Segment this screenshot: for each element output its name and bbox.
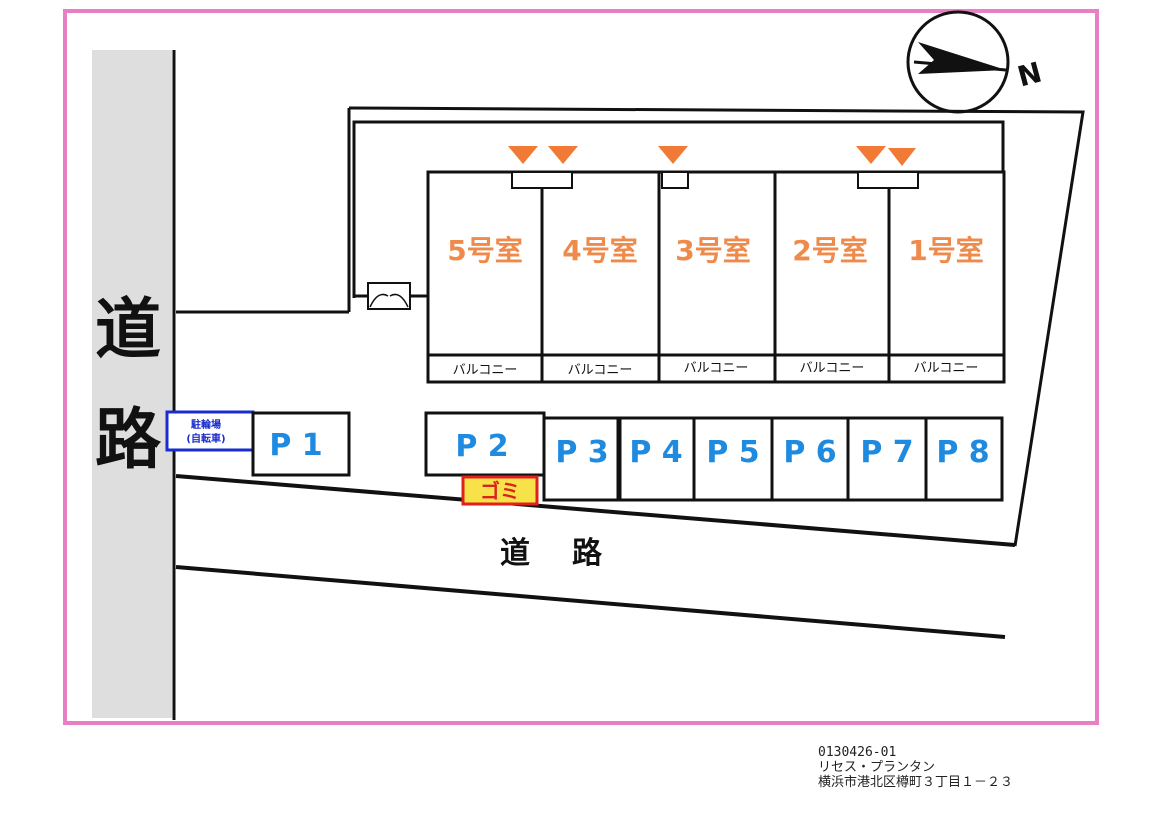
north-arrow-icon: N	[906, 10, 1045, 114]
property-code: 0130426-01	[818, 745, 897, 760]
map-border	[63, 9, 1099, 725]
parking-space	[251, 411, 351, 477]
front-road-label-2: 路	[572, 536, 603, 571]
gate-icon	[354, 282, 428, 310]
room-4-label: 4号室	[562, 234, 637, 267]
garbage-label: ゴミ	[480, 479, 520, 503]
left-road-label-1: 道	[95, 291, 161, 368]
parking-p7-label: P 7	[860, 435, 913, 470]
property-address: 横浜市港北区樽町３丁目１－２３	[818, 775, 1014, 790]
entrance-marker-icon	[856, 146, 886, 164]
front-road-edge-bottom	[175, 565, 1006, 639]
property-name: リセス・プランタン	[818, 760, 936, 775]
front-road-label-1: 道	[500, 536, 530, 571]
apartment-building	[426, 170, 1006, 384]
entrance-marker-icon	[548, 146, 578, 164]
entrance-marker-icon	[508, 146, 538, 164]
balcony-label: バルコニー	[568, 363, 633, 378]
balcony-label: バルコニー	[453, 363, 518, 378]
left-road	[92, 50, 172, 718]
parking-p4-label: P 4	[629, 435, 682, 470]
room-5-label: 5号室	[447, 234, 522, 267]
entrance-markers	[508, 146, 916, 166]
parking-p5-label: P 5	[706, 435, 759, 470]
room-2-label: 2号室	[792, 234, 867, 267]
front-road-edge-top	[175, 474, 1016, 547]
site-boundary	[176, 106, 1085, 547]
parking-p8-label: P 8	[936, 435, 989, 470]
parking-space	[542, 416, 622, 502]
north-label: N	[1014, 56, 1045, 94]
left-road-label-2: 路	[95, 401, 162, 478]
parking-p3-label: P 3	[555, 435, 608, 470]
balcony-label: バルコニー	[684, 361, 749, 376]
room-3-label: 3号室	[675, 234, 750, 267]
parking-p2-label: P 2	[455, 429, 508, 464]
entrance-marker-icon	[658, 146, 688, 164]
garbage-station	[461, 475, 539, 506]
entrance-marker-icon	[888, 148, 916, 166]
balcony-label: バルコニー	[914, 361, 979, 376]
balcony-label: バルコニー	[800, 361, 865, 376]
property-caption: 0130426-01 リセス・プランタン 横浜市港北区樽町３丁目１－２３	[818, 745, 1013, 790]
bicycle-parking-label-1: 駐輪場	[191, 418, 221, 431]
parking-space	[924, 416, 1004, 502]
bicycle-parking-label-2: (自転車)	[186, 432, 225, 445]
parking-p1-label: P 1	[269, 428, 322, 463]
room-1-label: 1号室	[908, 234, 983, 267]
parking-p6-label: P 6	[783, 435, 836, 470]
entrance-notches	[511, 171, 919, 189]
